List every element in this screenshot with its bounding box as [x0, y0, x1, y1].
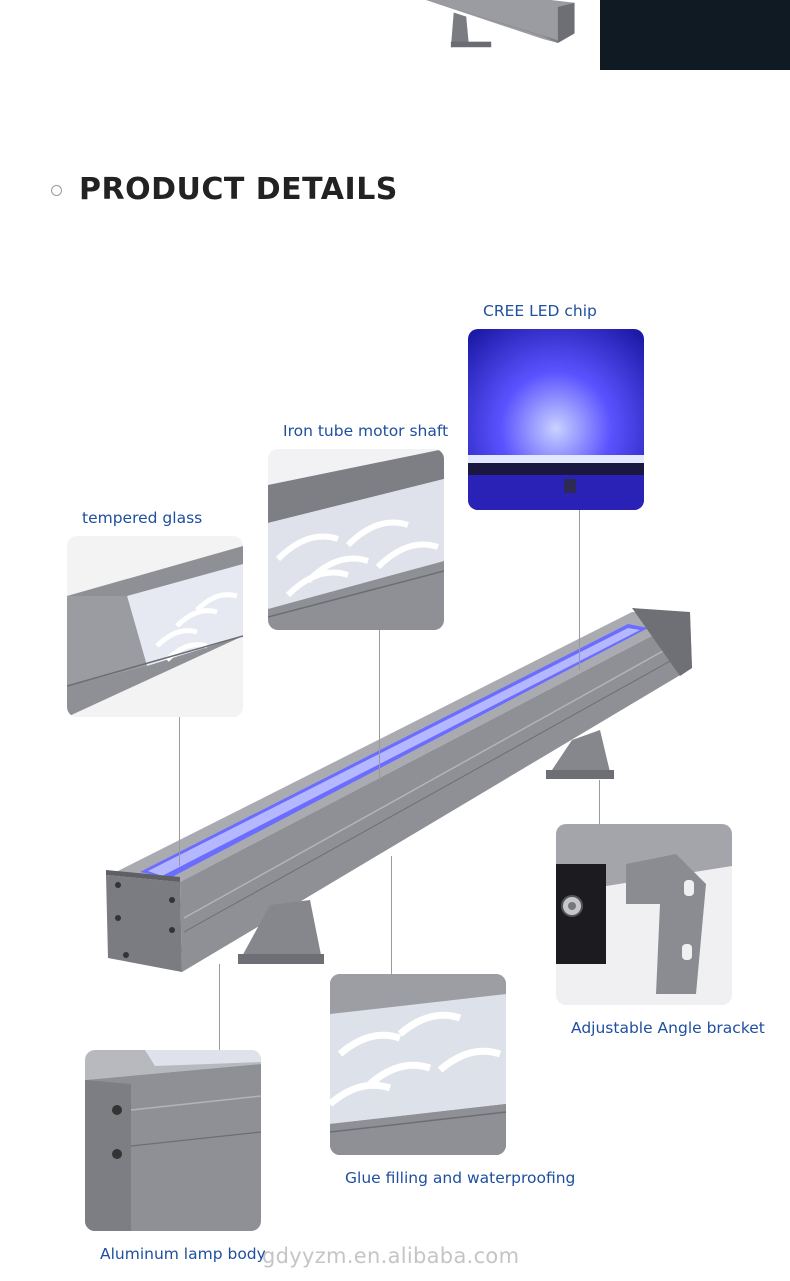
- thumb-cree-led-chip: [468, 329, 644, 510]
- top-fixture-fragment: [425, 0, 575, 48]
- label-cree-led-chip: CREE LED chip: [483, 302, 597, 320]
- thumb-glue-filling: [330, 974, 506, 1155]
- thumb-adjustable-angle-bracket: [556, 824, 732, 1005]
- section-title: PRODUCT DETAILS: [79, 172, 398, 207]
- leader-line-glass: [179, 716, 180, 866]
- leader-line-glue: [391, 856, 392, 974]
- label-iron-tube-motor-shaft: Iron tube motor shaft: [283, 422, 449, 440]
- thumb-iron-tube-motor-shaft: [268, 449, 444, 630]
- led-wall-washer-illustration: [106, 608, 692, 972]
- leader-line-shaft: [379, 630, 380, 780]
- label-adjustable-angle-bracket: Adjustable Angle bracket: [571, 1019, 765, 1037]
- heading-bullet-icon: [51, 185, 62, 196]
- label-tempered-glass: tempered glass: [82, 509, 203, 527]
- label-aluminum-lamp-body: Aluminum lamp body: [100, 1245, 266, 1263]
- leader-line-body: [219, 964, 220, 1050]
- thumb-tempered-glass: [67, 536, 243, 717]
- top-banner-dark-panel: [600, 0, 790, 70]
- leader-line-cree: [579, 510, 580, 670]
- watermark-text: gdyyzm.en.alibaba.com: [262, 1244, 520, 1268]
- leader-line-bracket: [599, 780, 600, 824]
- thumb-aluminum-lamp-body: [85, 1050, 261, 1231]
- label-glue-filling-waterproofing: Glue filling and waterproofing: [345, 1169, 576, 1187]
